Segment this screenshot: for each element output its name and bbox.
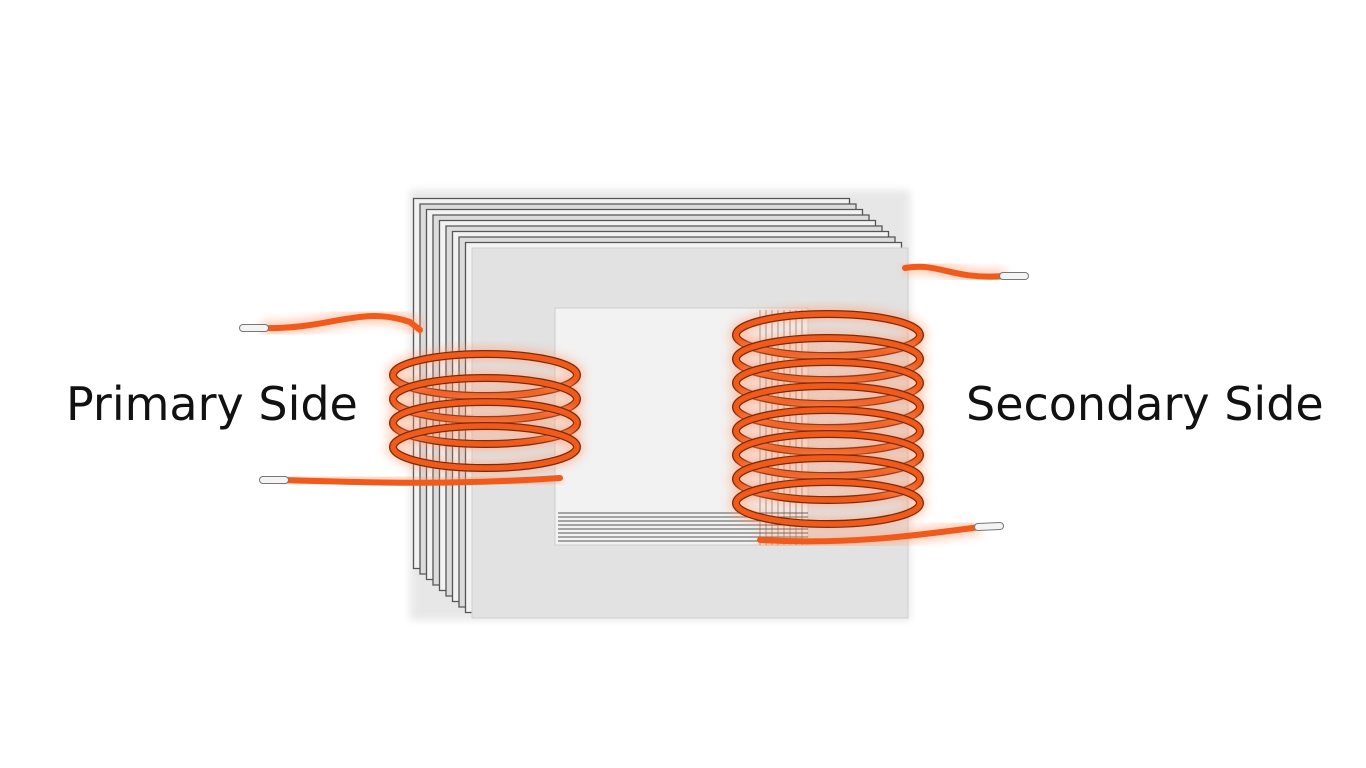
primary-side-label: Primary Side [66, 377, 358, 431]
secondary-winding-turn [733, 479, 923, 527]
primary-lead-bottom [279, 475, 563, 486]
secondary-lead-bottom-tip [975, 523, 1003, 530]
secondary-lead-top [902, 263, 1008, 280]
secondary-lead-bottom [757, 524, 983, 545]
windings [239, 260, 1029, 548]
secondary-side-label: Secondary Side [966, 377, 1324, 431]
primary-lead-top [259, 313, 423, 333]
primary-winding-turn [390, 423, 580, 471]
secondary-winding-turn [733, 455, 923, 503]
primary-winding-turn [390, 399, 580, 447]
